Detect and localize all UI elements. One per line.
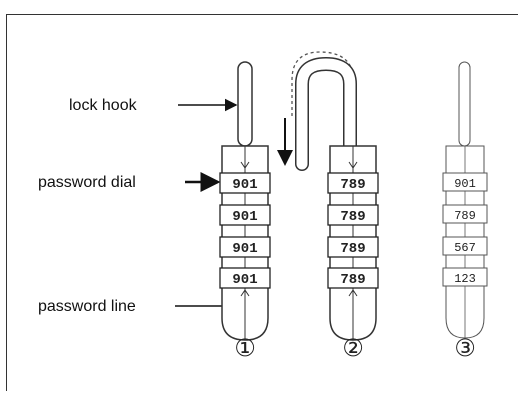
step-number-1: ①	[234, 334, 256, 362]
svg-text:901: 901	[232, 209, 257, 225]
svg-text:567: 567	[454, 241, 476, 255]
lock-1-dial-2[interactable]: 901	[219, 204, 271, 226]
svg-text:901: 901	[232, 177, 257, 193]
lock-2-dial-3[interactable]: 789	[327, 236, 379, 258]
step-number-2: ②	[342, 334, 364, 362]
lock-3-dial-3[interactable]: 567	[442, 236, 488, 256]
password-dial-label: password dial	[38, 174, 136, 191]
lock-2-motion-outline	[291, 51, 353, 116]
lock-1-dial-1[interactable]: 901	[219, 172, 271, 194]
lock-2: 789 789 789 789	[277, 51, 379, 341]
lock-3-dial-2[interactable]: 789	[442, 204, 488, 224]
lock-3-dial-1[interactable]: 901	[442, 172, 488, 192]
lock-1-shackle	[237, 61, 253, 147]
lock-3: 901 789 567 123	[442, 61, 488, 339]
figure-frame	[6, 14, 518, 391]
svg-text:789: 789	[340, 177, 365, 193]
svg-text:789: 789	[340, 241, 365, 257]
svg-text:789: 789	[454, 209, 476, 223]
svg-text:901: 901	[454, 177, 476, 191]
svg-text:789: 789	[340, 272, 365, 288]
lock-1-dial-3[interactable]: 901	[219, 236, 271, 258]
svg-text:901: 901	[232, 241, 257, 257]
lock-1: 901 901 901 901	[219, 61, 271, 341]
step-number-3: ③	[454, 334, 476, 362]
svg-text:123: 123	[454, 272, 476, 286]
svg-text:901: 901	[232, 272, 257, 288]
lock-2-dial-4[interactable]: 789	[327, 267, 379, 289]
password-line-label: password line	[38, 298, 136, 315]
lock-2-dial-2[interactable]: 789	[327, 204, 379, 226]
lock-3-shackle	[458, 61, 471, 147]
lock-hook-label: lock hook	[69, 97, 138, 114]
svg-text:789: 789	[340, 209, 365, 225]
lock-2-shackle	[296, 58, 356, 170]
lock-3-dial-4[interactable]: 123	[442, 267, 488, 287]
lock-1-dial-4[interactable]: 901	[219, 267, 271, 289]
lock-2-dial-1[interactable]: 789	[327, 172, 379, 194]
